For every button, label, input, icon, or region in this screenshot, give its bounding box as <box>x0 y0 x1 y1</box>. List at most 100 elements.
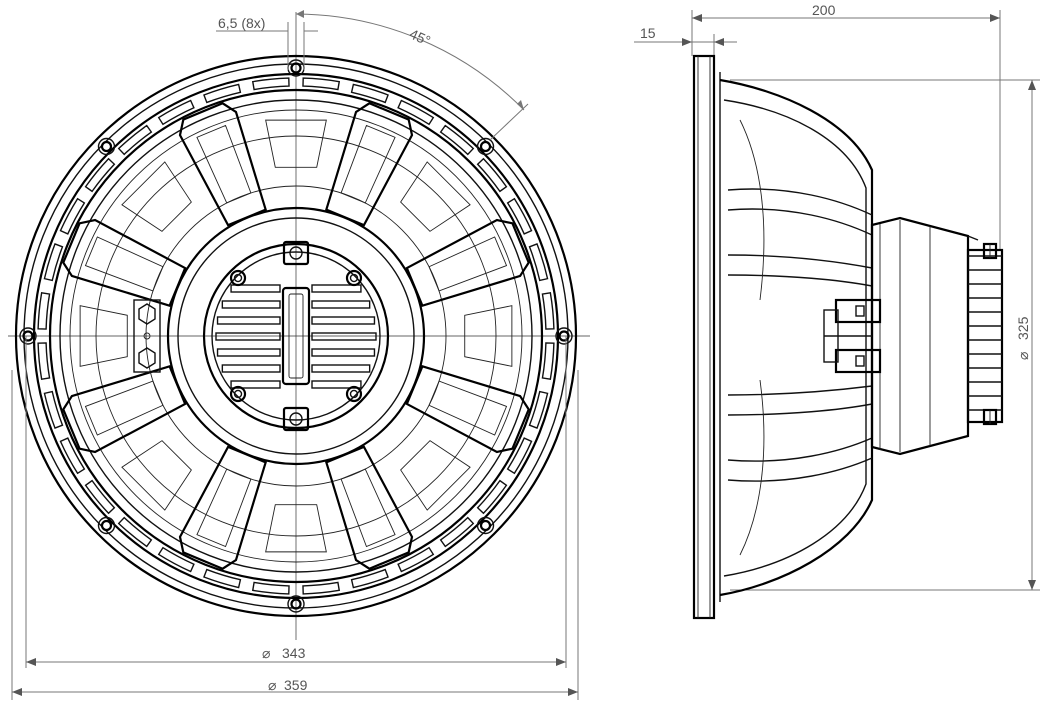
rim-segment <box>541 342 555 381</box>
rim-segment <box>157 99 195 126</box>
rim-segment <box>350 83 389 104</box>
basket-window <box>400 161 471 232</box>
fin-right <box>311 316 376 325</box>
motor-bolt <box>229 385 247 403</box>
rim-segment <box>476 479 508 515</box>
side-terminal-block <box>823 298 882 374</box>
rim-segment <box>37 342 51 381</box>
basket-spoke <box>325 102 414 227</box>
mounting-hole <box>476 516 495 535</box>
rim-segment <box>84 479 116 515</box>
fin-right <box>311 300 371 309</box>
fin-right <box>311 348 376 357</box>
rim-segment <box>528 390 549 429</box>
basket-spoke <box>178 445 267 570</box>
magnet-diameter-symbol: ⌀ <box>1015 352 1031 360</box>
basket-spoke <box>405 218 530 307</box>
mounting-hole <box>476 137 495 156</box>
depth-dimension: 200 <box>691 2 1001 250</box>
outer-diameter-label: 359 <box>284 677 308 693</box>
rim-segment <box>476 157 508 193</box>
basket-window <box>121 161 192 232</box>
cone-ring <box>145 185 447 487</box>
fin-right <box>311 380 362 389</box>
depth-label: 200 <box>812 2 836 18</box>
basket-window <box>400 440 471 511</box>
motor-ring-inner <box>202 242 390 430</box>
hole-size-label: 6,5 (8x) <box>218 15 265 31</box>
fin-left <box>216 348 281 357</box>
motor-bolt <box>229 269 247 287</box>
basket-window <box>121 440 192 511</box>
motor-housing <box>870 216 970 456</box>
front-flange <box>692 54 716 620</box>
rim-segment <box>251 77 290 91</box>
rim-segment <box>302 77 341 91</box>
center-pole-inner <box>288 293 304 379</box>
rim-segment <box>302 581 341 595</box>
outer-diameter-dimension: ⌀ 359 <box>11 370 579 700</box>
outer-frame-edge <box>14 54 578 618</box>
basket-ribs-side <box>727 119 873 556</box>
rim-segment <box>43 390 64 429</box>
rim-segment <box>541 291 555 330</box>
side-connector <box>133 299 161 373</box>
rim-segments <box>37 77 555 595</box>
inner-diameter-label: 343 <box>282 645 306 661</box>
cone-inner <box>95 135 497 537</box>
rim-track-inner <box>48 88 544 584</box>
basket-window <box>464 305 513 367</box>
basket-spoke <box>178 102 267 227</box>
rim-segment <box>43 243 64 282</box>
rim-segment <box>350 568 389 589</box>
basket-window <box>265 119 327 168</box>
mounting-hole <box>97 516 116 535</box>
motor-bolt <box>345 269 363 287</box>
flange-label: 15 <box>640 25 656 41</box>
rim-segment <box>506 197 533 235</box>
fin-right <box>311 332 377 341</box>
rim-segment <box>203 83 242 104</box>
front-view: 6,5 (8x) 45° ⌀ 343 ⌀ 359 <box>8 10 590 700</box>
hole-size-dimension: 6,5 (8x) <box>216 15 318 70</box>
rim-segment <box>203 568 242 589</box>
rim-segment <box>439 516 475 548</box>
side-view: 200 15 ⌀ 325 <box>634 2 1040 620</box>
rear-terminal-top <box>982 242 998 260</box>
rim-segment <box>59 197 86 235</box>
rim-segment <box>251 581 290 595</box>
fin-left <box>221 364 281 373</box>
magnet-diameter-label: 325 <box>1015 316 1031 340</box>
terminal-bottom <box>282 406 310 432</box>
basket-profile <box>719 78 874 597</box>
rim-segment <box>117 516 153 548</box>
rim-segment <box>397 99 435 126</box>
fin-left <box>215 332 281 341</box>
angle-label: 45° <box>407 26 433 49</box>
rim-segment <box>84 157 116 193</box>
surround-edge <box>59 99 533 573</box>
mounting-hole <box>19 327 37 345</box>
rim-segment <box>37 291 51 330</box>
mounting-hole <box>97 137 116 156</box>
fin-left <box>216 316 281 325</box>
rear-heatsink <box>966 248 1004 424</box>
outer-diameter-symbol: ⌀ <box>268 677 276 693</box>
inner-diameter-dimension: ⌀ 343 <box>25 336 567 668</box>
rim-segment <box>506 437 533 475</box>
rear-terminal-bottom <box>982 408 998 426</box>
fin-left <box>221 300 281 309</box>
basket-spoke <box>62 218 187 307</box>
motor-ring-outer <box>166 206 426 466</box>
basket-spoke <box>325 445 414 570</box>
terminal-top <box>282 240 310 266</box>
rim-segment <box>117 124 153 156</box>
rim-track-outer <box>32 72 560 600</box>
cooling-fins <box>215 284 377 389</box>
basket-spokes <box>62 102 530 570</box>
mounting-hole <box>287 595 305 613</box>
inner-diameter-symbol: ⌀ <box>262 645 270 661</box>
basket-spoke <box>62 365 187 454</box>
angle-dimension: 45° <box>295 10 529 141</box>
